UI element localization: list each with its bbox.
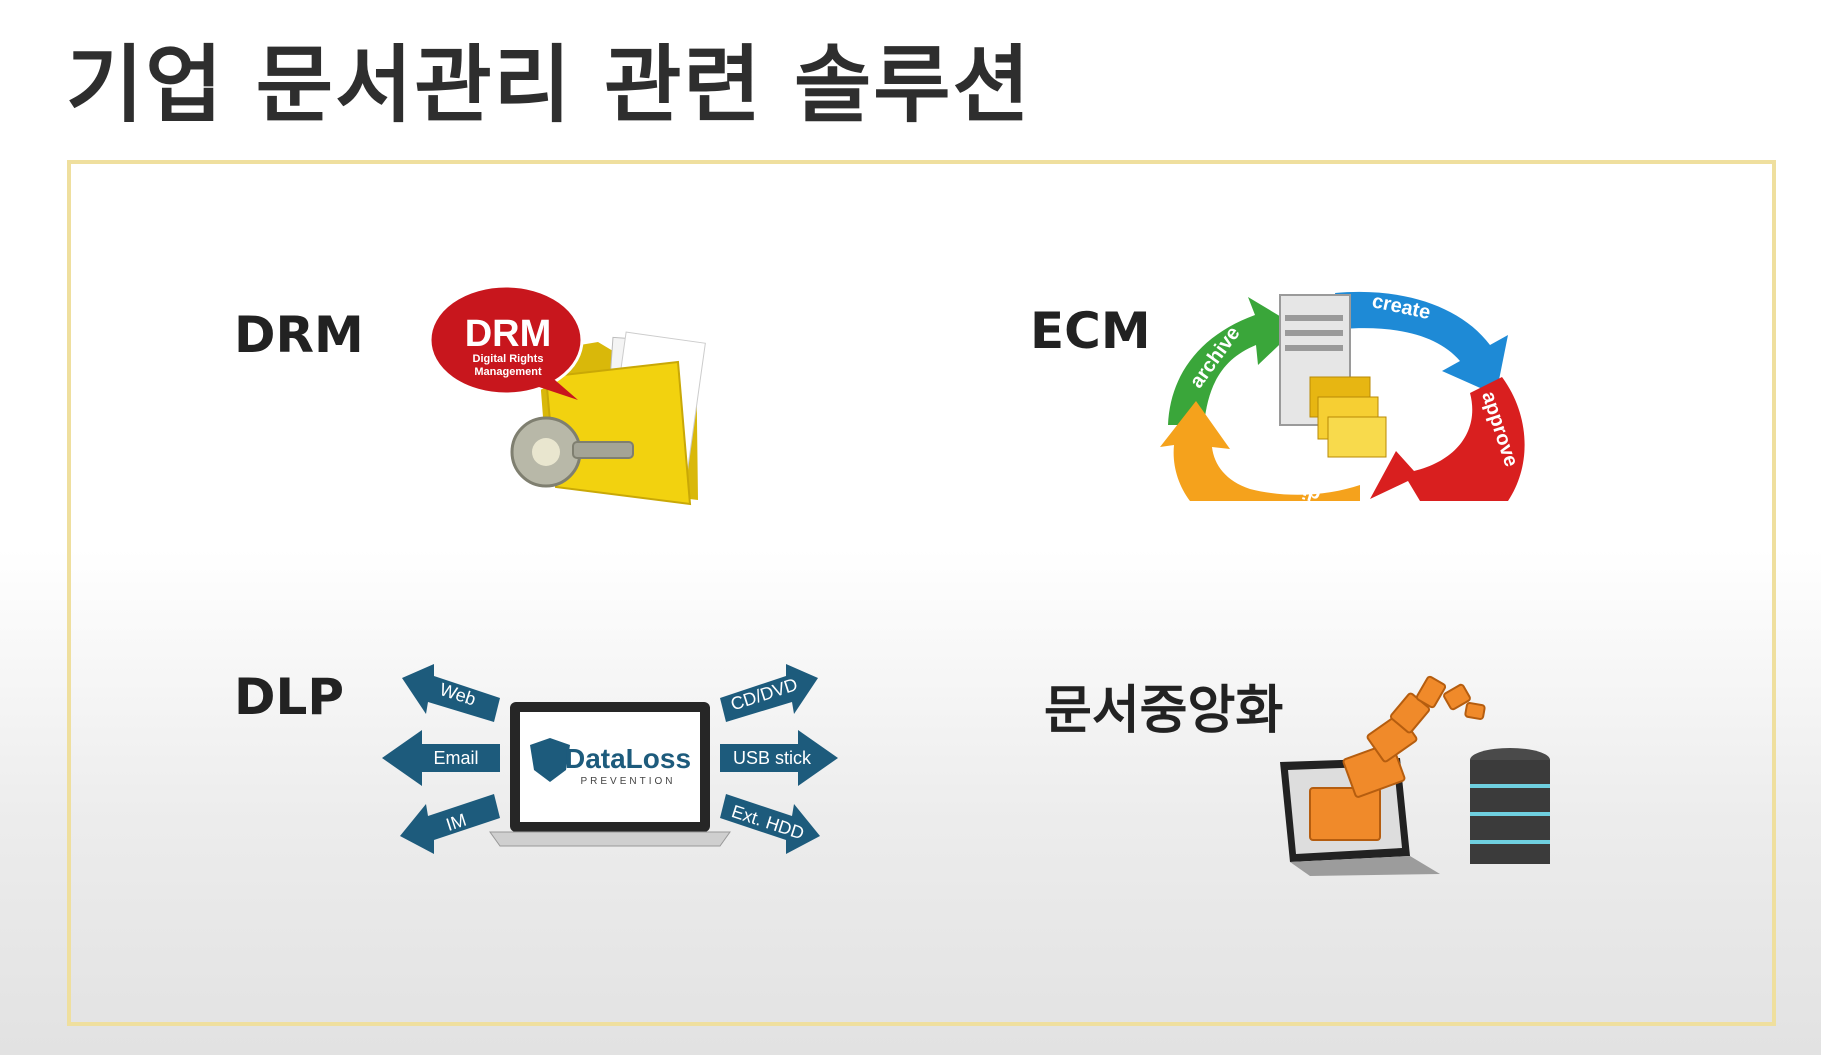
dlp-screen-sub: PREVENTION — [580, 776, 675, 787]
document-centralization-icon — [1280, 675, 1550, 876]
ecm-cycle-icon: create approve distribute archive — [1160, 290, 1525, 501]
dlp-arrow-email: Email — [433, 748, 478, 768]
ecm-label: ECM — [1030, 302, 1151, 360]
page-title: 기업 문서관리 관련 솔루션 — [66, 36, 1032, 134]
drm-badge-sub1: Digital Rights — [473, 353, 544, 365]
dlp-label: DLP — [234, 668, 345, 726]
dlp-screen-title: DataLoss — [565, 743, 691, 774]
solutions-frame — [67, 160, 1776, 1026]
dlp-arrow-usb: USB stick — [733, 748, 812, 768]
drm-label: DRM — [234, 306, 364, 364]
drm-badge-sub2: Management — [474, 366, 542, 378]
drm-badge-text: DRM — [465, 313, 552, 355]
dlp-laptop-icon: DataLoss PREVENTION Web Email IM CD/DVD … — [382, 664, 838, 854]
doc-central-label: 문서중앙화 — [1044, 681, 1284, 741]
drm-folder-key-icon: DRM Digital Rights Management — [428, 284, 706, 506]
